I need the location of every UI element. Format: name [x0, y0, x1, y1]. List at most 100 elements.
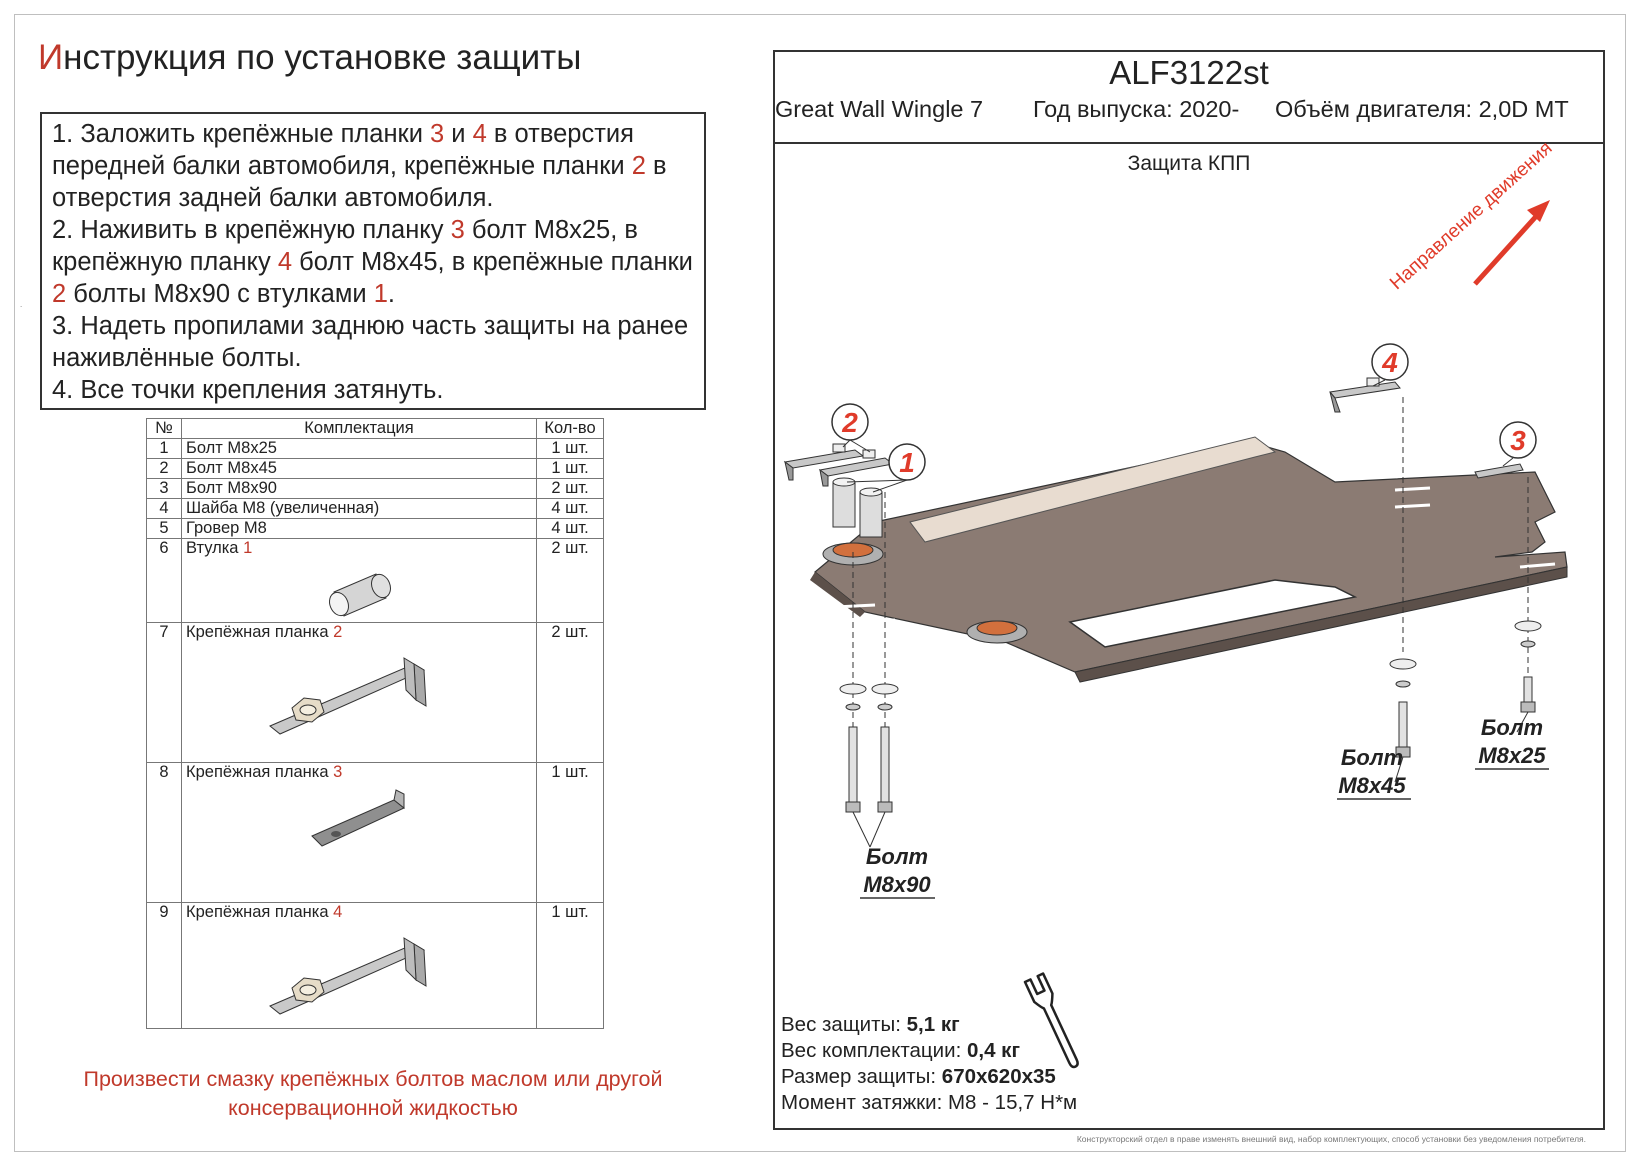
- instruction-step: 3. Надеть пропилами заднюю часть защиты …: [52, 312, 689, 372]
- row-qty: 4 шт.: [536, 518, 604, 539]
- assembly-diagram: Направление движения: [783, 138, 1568, 1069]
- row-num: 6: [146, 538, 182, 623]
- part-ref: 1: [373, 280, 388, 308]
- row-qty: 1 шт.: [536, 438, 604, 459]
- instructions-box: 1. Заложить крепёжные планки 3 и 4 в отв…: [40, 112, 706, 410]
- row-qty: 1 шт.: [536, 902, 604, 1029]
- row-name: Болт М8х90: [181, 478, 537, 499]
- part-ref: 2: [631, 152, 646, 180]
- row-qty: 2 шт.: [536, 538, 604, 623]
- kit-table-header: № Комплектация Кол-во: [146, 418, 604, 439]
- spec-line: Размер защиты: 670x620x35: [781, 1065, 1056, 1088]
- instruction-step: 1. Заложить крепёжные планки 3 и 4 в отв…: [52, 120, 667, 212]
- bolt-label-m8x25: Болт: [1481, 715, 1543, 740]
- part-ref: 4: [472, 120, 487, 148]
- plate-3: [1474, 463, 1524, 479]
- bracket-nut-icon: [269, 657, 427, 735]
- row-num: 1: [146, 438, 182, 459]
- page-title: Инструкция по установке защиты: [38, 38, 582, 77]
- col-qty: Кол-во: [536, 418, 604, 439]
- instruction-step: 4. Все точки крепления затянуть.: [52, 376, 444, 404]
- callout-3: 3: [1499, 421, 1537, 467]
- part-ref: 2: [333, 623, 343, 641]
- row-name: Крепёжная планка 4: [181, 902, 537, 1029]
- row-num: 8: [146, 762, 182, 903]
- row-num: 3: [146, 478, 182, 499]
- callout-2: 2: [831, 403, 871, 453]
- bolt-label-m8x90: Болт: [866, 844, 928, 869]
- spec-line: Вес защиты: 5,1 кг: [781, 1013, 960, 1036]
- part-ref: 1: [243, 539, 253, 557]
- row-num: 9: [146, 902, 182, 1029]
- bolt-size: М8х25: [1478, 743, 1546, 768]
- wrench-icon: [1023, 972, 1079, 1069]
- grease-note: Произвести смазку крепёжных болтов масло…: [83, 1067, 663, 1120]
- row-qty: 2 шт.: [536, 622, 604, 763]
- row-qty: 2 шт.: [536, 478, 604, 499]
- drawing-header: ALF3122st Great Wall Wingle 7 Год выпуск…: [775, 52, 1603, 144]
- row-name: Втулка 1: [181, 538, 537, 623]
- callout-number: 2: [841, 407, 858, 438]
- row-qty: 1 шт.: [536, 458, 604, 479]
- part-ref: 3: [430, 120, 445, 148]
- bolt-size: М8х45: [1338, 773, 1406, 798]
- instruction-step: 2. Наживить в крепёжную планку 3 болт М8…: [52, 216, 693, 308]
- row-name: Болт М8х25: [181, 438, 537, 459]
- spec-line: Вес комплектации: 0,4 кг: [781, 1039, 1020, 1062]
- callout-number: 1: [899, 447, 915, 478]
- row-name: Крепёжная планка 2: [181, 622, 537, 763]
- bolt-size: М8х90: [863, 872, 931, 897]
- model-year: Год выпуска: 2020-: [1033, 96, 1240, 122]
- callout-4: 4: [1371, 343, 1409, 387]
- bushings-1: [832, 477, 883, 538]
- bolt-set-m8x25: [1514, 620, 1542, 733]
- direction-arrow: Направление движения: [1386, 138, 1556, 294]
- bolt-label-m8x45: Болт: [1341, 745, 1403, 770]
- disclaimer: Конструкторский отдел в праве изменять в…: [1076, 1134, 1586, 1144]
- col-num: №: [146, 418, 182, 439]
- vehicle-model: Great Wall Wingle 7: [775, 96, 984, 122]
- specs-block: Вес защиты: 5,1 кг Вес комплектации: 0,4 …: [781, 1012, 1077, 1116]
- row-qty: 1 шт.: [536, 762, 604, 903]
- spec-line: Момент затяжки: М8 - 15,7 Н*м: [781, 1091, 1078, 1114]
- row-name: Крепёжная планка 3: [181, 762, 537, 903]
- bolt-set-m8x90: [839, 683, 899, 848]
- row-num: 4: [146, 498, 182, 519]
- part-ref: 4: [277, 248, 293, 276]
- callout-number: 3: [1510, 425, 1526, 456]
- bracket-2: [783, 443, 895, 487]
- row-name: Гровер М8: [181, 518, 537, 539]
- part-ref: 3: [450, 216, 465, 244]
- part-name: Защита КПП: [1127, 152, 1251, 175]
- callout-number: 4: [1381, 347, 1398, 378]
- row-num: 7: [146, 622, 182, 763]
- row-num: 2: [146, 458, 182, 479]
- engine-volume: Объём двигателя: 2,0D MT: [1275, 96, 1569, 122]
- callout-1: 1: [846, 443, 926, 493]
- col-name: Комплектация: [181, 418, 537, 439]
- part-ref: 3: [333, 763, 343, 781]
- skid-plate: [810, 436, 1568, 683]
- bracket-4: [1329, 377, 1401, 413]
- page-frame: [14, 14, 1626, 1152]
- bracket-nut-icon: [269, 937, 427, 1015]
- row-qty: 4 шт.: [536, 498, 604, 519]
- drawing-box: ALF3122st Great Wall Wingle 7 Год выпуск…: [773, 50, 1605, 1130]
- row-num: 5: [146, 518, 182, 539]
- part-ref: 4: [333, 903, 343, 921]
- product-code: ALF3122st: [1109, 54, 1269, 91]
- part-ref: 2: [52, 280, 67, 308]
- plate-icon: [311, 789, 405, 847]
- direction-label: Направление движения: [1386, 138, 1556, 294]
- bushing-icon: [329, 573, 391, 617]
